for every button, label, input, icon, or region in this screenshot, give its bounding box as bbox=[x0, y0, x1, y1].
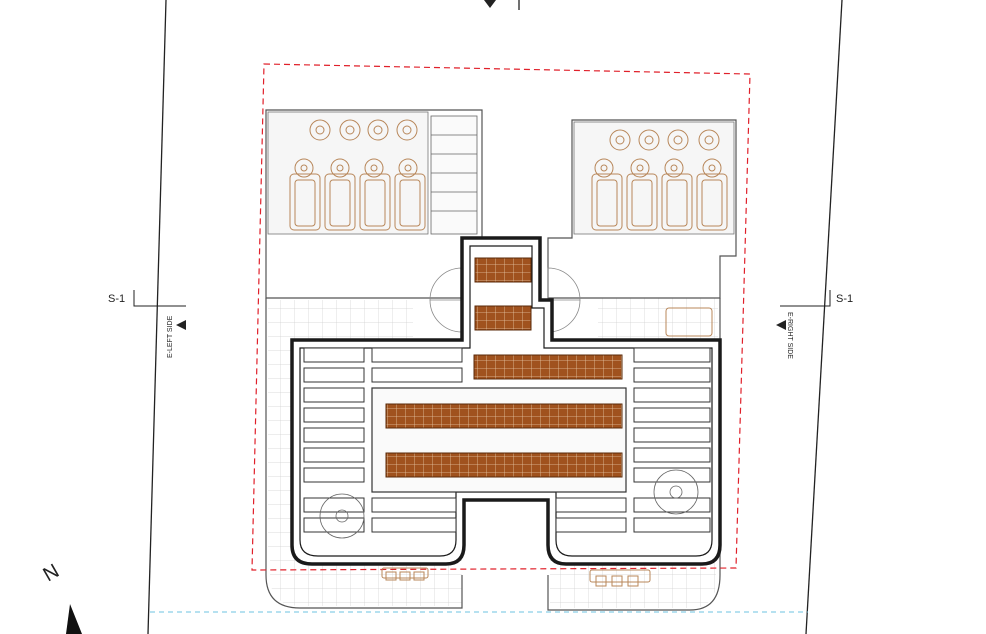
section-right-label: S-1 bbox=[836, 293, 853, 305]
section-left-label: S-1 bbox=[108, 293, 125, 305]
setback-boundary bbox=[251, 63, 751, 571]
furniture-right bbox=[591, 129, 728, 337]
elevation-left-label: E-LEFT SIDE bbox=[167, 315, 174, 358]
north-arrow-top bbox=[484, 0, 496, 8]
stair bbox=[430, 115, 478, 235]
plot-boundary bbox=[147, 0, 843, 634]
solar-panel bbox=[385, 403, 623, 429]
section-marker-left: S-1 E-LEFT SIDE bbox=[108, 290, 186, 358]
roof-inner-outline bbox=[299, 245, 713, 557]
solar-panel bbox=[385, 452, 623, 478]
elevation-right-label: E-RIGHT SIDE bbox=[786, 312, 793, 359]
room-upper-right bbox=[573, 121, 735, 235]
solar-panel bbox=[474, 257, 532, 283]
patio-furniture bbox=[381, 567, 651, 587]
solar-panel bbox=[473, 354, 623, 380]
north-label: N bbox=[40, 560, 64, 586]
north-symbol: N bbox=[40, 560, 82, 634]
spiral-stairs bbox=[319, 469, 699, 539]
solar-panels bbox=[385, 257, 623, 478]
solar-panel bbox=[474, 305, 532, 331]
roof-strips bbox=[303, 347, 711, 533]
section-marker-right: S-1 E-RIGHT SIDE bbox=[776, 290, 853, 359]
furniture-left bbox=[289, 119, 426, 231]
